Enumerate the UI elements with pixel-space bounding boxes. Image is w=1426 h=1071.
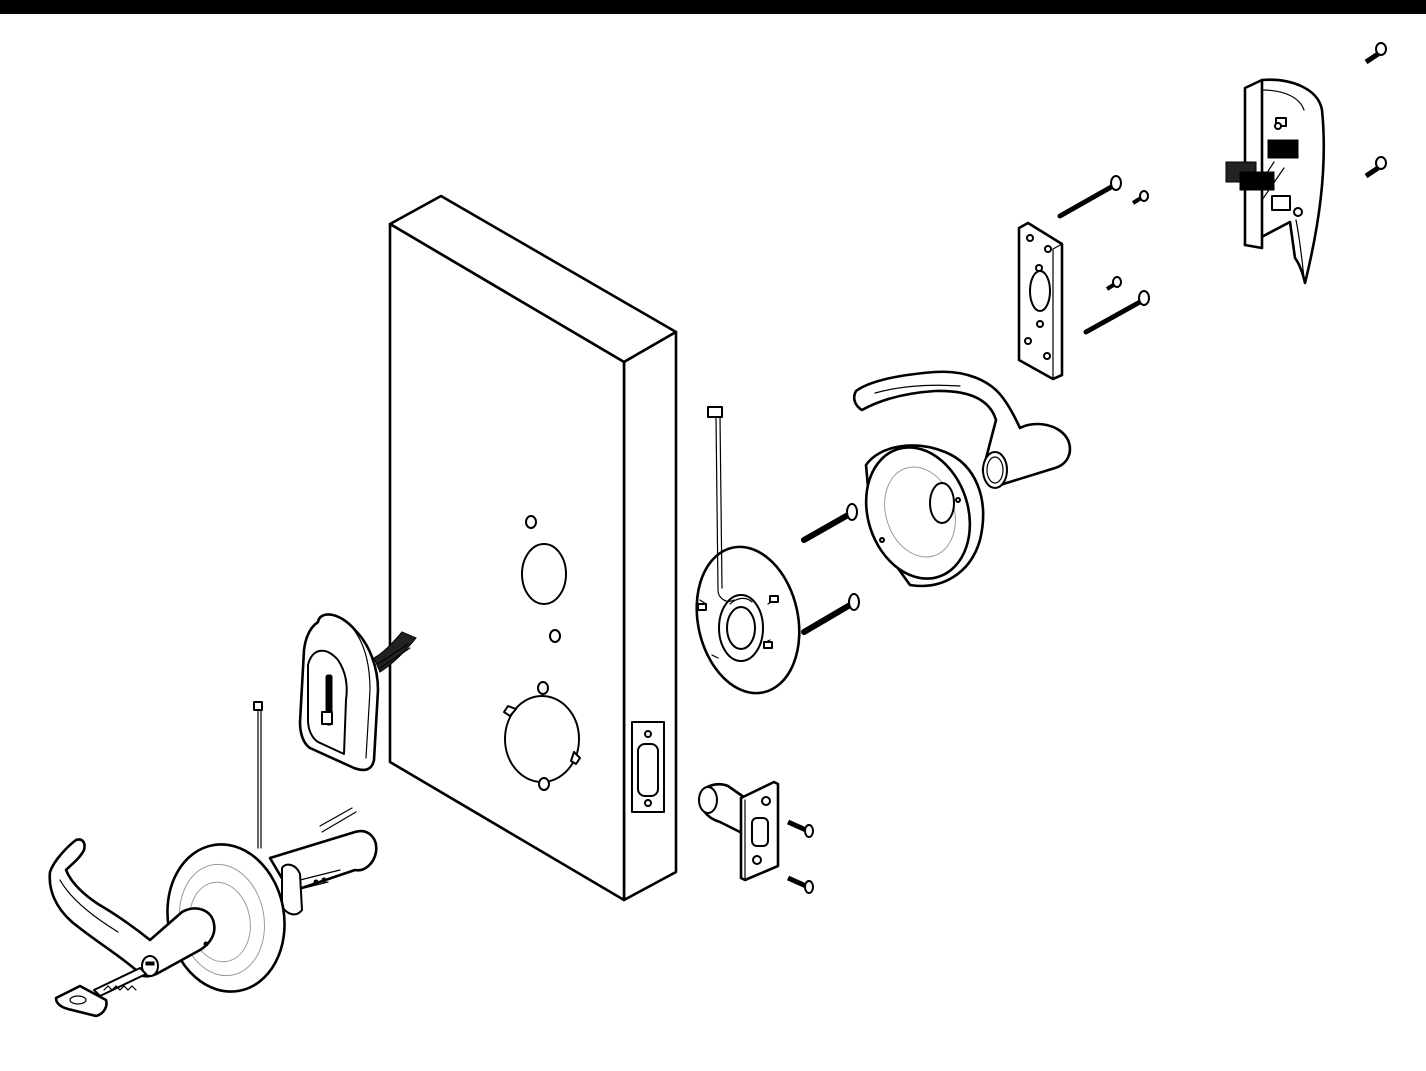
bolt-icon — [1060, 176, 1121, 216]
door-panel-icon — [390, 196, 676, 900]
lever-handle-icon — [854, 372, 1070, 488]
top-bar — [0, 0, 1426, 14]
card-reader-icon — [300, 614, 416, 769]
screw-icon — [1366, 43, 1386, 62]
screw-icon — [804, 594, 859, 632]
screw-icon — [1366, 157, 1386, 176]
latch-bolt-icon — [699, 782, 778, 880]
screw-icon — [1107, 277, 1121, 289]
mounting-ring-icon — [684, 537, 813, 703]
screw-icon — [1133, 191, 1148, 203]
screw-icon — [788, 878, 813, 893]
key-icon — [56, 968, 146, 1016]
screw-icon — [804, 504, 857, 540]
bolt-icon — [1086, 291, 1149, 332]
ribbon-cable-icon — [708, 407, 734, 601]
rose-trim-icon — [850, 434, 987, 592]
electronic-housing-icon — [1226, 80, 1324, 283]
mounting-plate-icon — [1019, 223, 1062, 379]
lever-chassis-icon — [50, 702, 377, 1001]
screw-icon — [788, 822, 813, 837]
